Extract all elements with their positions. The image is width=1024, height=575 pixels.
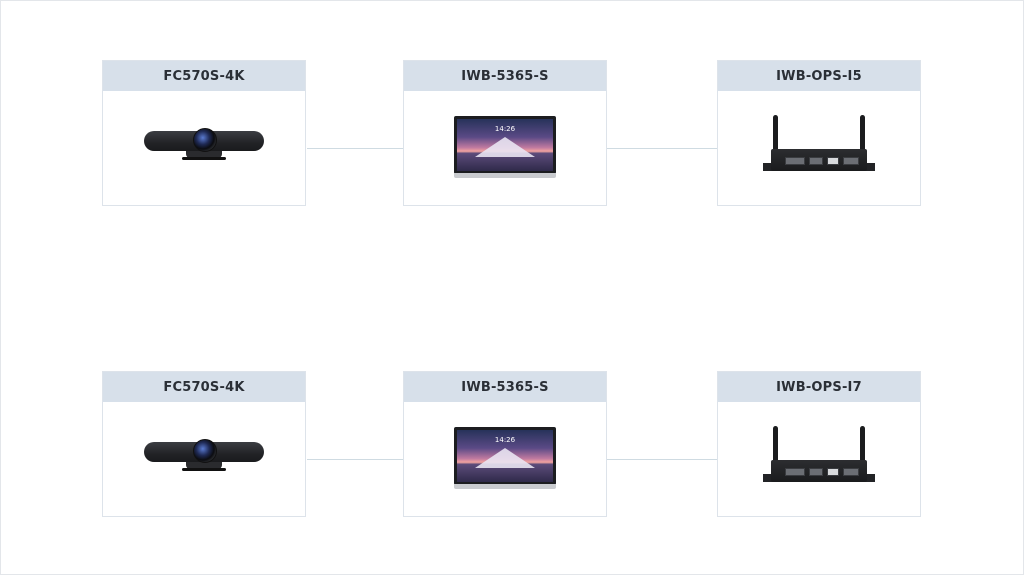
display-clock: 14:26 xyxy=(494,125,516,133)
interactive-display-icon: 14:26 xyxy=(454,116,556,180)
node-card-camera: FC570S-4K xyxy=(102,371,306,517)
connector-line xyxy=(307,148,403,149)
node-label: IWB-OPS-I5 xyxy=(718,61,920,91)
node-label: FC570S-4K xyxy=(103,372,305,402)
node-label: FC570S-4K xyxy=(103,61,305,91)
connector-line xyxy=(307,459,403,460)
display-clock: 14:26 xyxy=(494,436,516,444)
camera-icon xyxy=(144,439,264,476)
connector-line xyxy=(607,148,717,149)
node-label: IWB-5365-S xyxy=(404,372,606,402)
camera-icon xyxy=(144,128,264,165)
ops-pc-icon xyxy=(763,115,875,181)
node-label: IWB-OPS-I7 xyxy=(718,372,920,402)
node-card-ops: IWB-OPS-I7 xyxy=(717,371,921,517)
node-card-display: IWB-5365-S 14:26 xyxy=(403,371,607,517)
interactive-display-icon: 14:26 xyxy=(454,427,556,491)
node-card-camera: FC570S-4K xyxy=(102,60,306,206)
connector-line xyxy=(607,459,717,460)
node-card-display: IWB-5365-S 14:26 xyxy=(403,60,607,206)
node-card-ops: IWB-OPS-I5 xyxy=(717,60,921,206)
ops-pc-icon xyxy=(763,426,875,492)
node-label: IWB-5365-S xyxy=(404,61,606,91)
